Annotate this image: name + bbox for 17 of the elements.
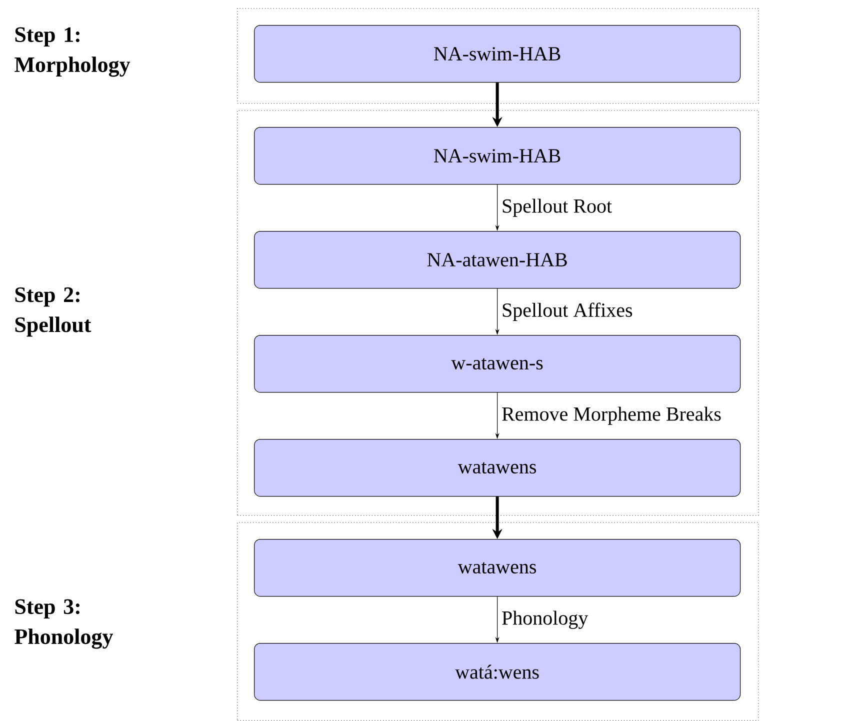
edge-label: Phonology: [500, 610, 590, 630]
step-heading: Step 2: Spellout: [15, 287, 92, 337]
process-box: w-atawen-s: [254, 335, 741, 393]
process-box: NA-atawen-HAB: [254, 231, 741, 289]
step-frame: [237, 522, 759, 721]
process-box: watawens: [254, 539, 741, 597]
step-heading: Step 1: Morphology: [14, 27, 130, 77]
process-box: NA-swim-HAB: [254, 127, 741, 185]
edge-label: Spellout Root: [500, 198, 614, 218]
step-frame: [237, 110, 759, 516]
edge-label: Spellout Affixes: [500, 302, 634, 322]
edge-label: Remove Morpheme Breaks: [500, 406, 722, 426]
step-heading: Step 3: Phonology: [14, 599, 114, 649]
process-box: watawens: [254, 439, 741, 497]
step-frame: [237, 8, 759, 104]
process-box: watá:wens: [254, 643, 741, 701]
process-box: NA-swim-HAB: [254, 25, 741, 83]
